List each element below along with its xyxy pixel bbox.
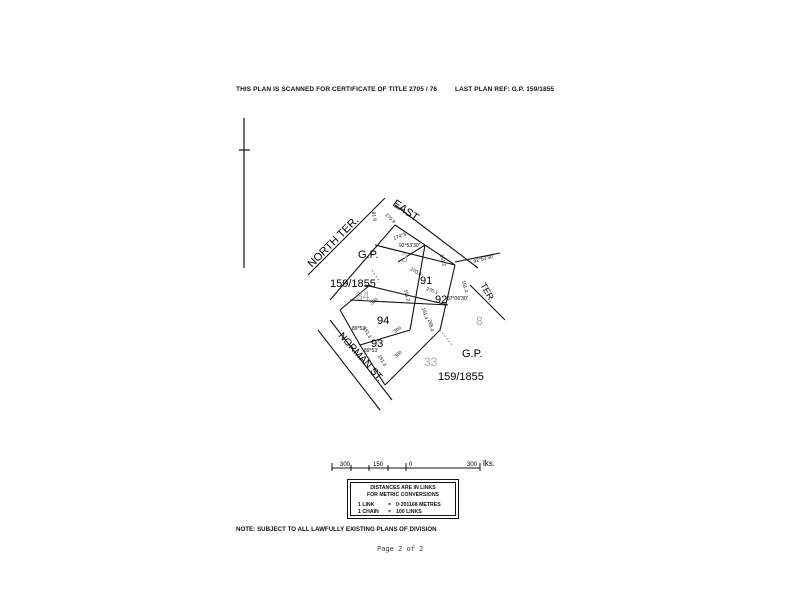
- scale-tick-1: 150: [373, 462, 384, 468]
- scale-labels: 300 150 0 300 lks.: [340, 459, 495, 468]
- scale-unit: lks.: [483, 459, 495, 468]
- dim-h: 300: [369, 297, 379, 307]
- metric-legend: DISTANCES ARE IN LINKS FOR METRIC CONVER…: [347, 479, 459, 519]
- dim-g: 151.4: [420, 307, 429, 320]
- gp-left-label: G.P.: [358, 249, 379, 261]
- certificate-header: THIS PLAN IS SCANNED FOR CERTIFICATE OF …: [236, 86, 438, 93]
- lot-91: 91: [420, 275, 432, 287]
- dotted-marks: [371, 269, 453, 346]
- scale-bar: [331, 463, 481, 471]
- bearings: 174°3' 92°53'30" 92°53'30" 87°06'30" 89°…: [352, 231, 495, 354]
- lot-92: 92: [435, 294, 447, 306]
- dim-j: 300: [393, 325, 403, 335]
- gp-right-parcel: 33: [424, 355, 438, 369]
- last-plan-ref: LAST PLAN REF: G.P. 159/1855: [455, 86, 555, 93]
- gp-top-parcel: 3: [401, 251, 408, 265]
- bearing-2: 92°53'30": [399, 243, 421, 249]
- dim-f: 151.2: [402, 289, 411, 302]
- gp-right-ref: 159/1855: [438, 371, 484, 383]
- scale-tick-0: 300: [340, 462, 351, 468]
- street-north-ter: NORTH TER.: [306, 214, 362, 270]
- dim-i: 151.3: [361, 326, 372, 340]
- dim-e: 270.1: [425, 286, 439, 296]
- page-indicator: Page 2 of 2: [377, 545, 424, 553]
- bearing-3: 92°53'30": [473, 254, 495, 265]
- dimensions: 270.9 81.6 151.2 151.4 270.6 270.1 151.2…: [361, 211, 469, 367]
- dim-b: 151.2: [438, 254, 447, 267]
- gp-right-label: G.P.: [462, 348, 483, 360]
- lot-93: 93: [371, 338, 383, 350]
- dim-c: 151.4: [460, 280, 469, 293]
- bearing-5: 89°53': [352, 326, 366, 332]
- dim-m: 265.4: [426, 319, 435, 332]
- bearing-6: 89°53': [364, 348, 378, 354]
- scale-tick-2: 0: [409, 462, 413, 468]
- scale-tick-3: 300: [467, 462, 478, 468]
- legend-row-link: 1 LINK=0·201168 METRES: [358, 502, 441, 508]
- bearing-1: 174°3': [393, 231, 408, 241]
- gp-left-ref: 159/1855: [330, 278, 376, 290]
- lot-94: 94: [377, 315, 389, 327]
- bearing-4: 87°06'30": [447, 296, 469, 302]
- legend-title: DISTANCES ARE IN LINKS FOR METRIC CONVER…: [366, 485, 440, 498]
- street-ter: TER.: [478, 281, 497, 304]
- north-arrow-icon: [239, 118, 250, 268]
- dim-n: 81.6: [370, 211, 378, 222]
- boundary-lines: [307, 197, 506, 411]
- division-note: NOTE: SUBJECT TO ALL LAWFULLY EXISTING P…: [236, 526, 437, 533]
- legend-row-chain: 1 CHAIN=100 LINKS: [358, 509, 422, 515]
- gp-right-parcel-b: 8: [476, 314, 483, 328]
- dim-d: 270.6: [409, 267, 423, 278]
- dim-a: 270.9: [384, 212, 397, 225]
- dim-l: 300: [393, 350, 403, 360]
- dim-k: 151.3: [376, 354, 387, 368]
- gp-left-parcel: 34: [356, 289, 370, 303]
